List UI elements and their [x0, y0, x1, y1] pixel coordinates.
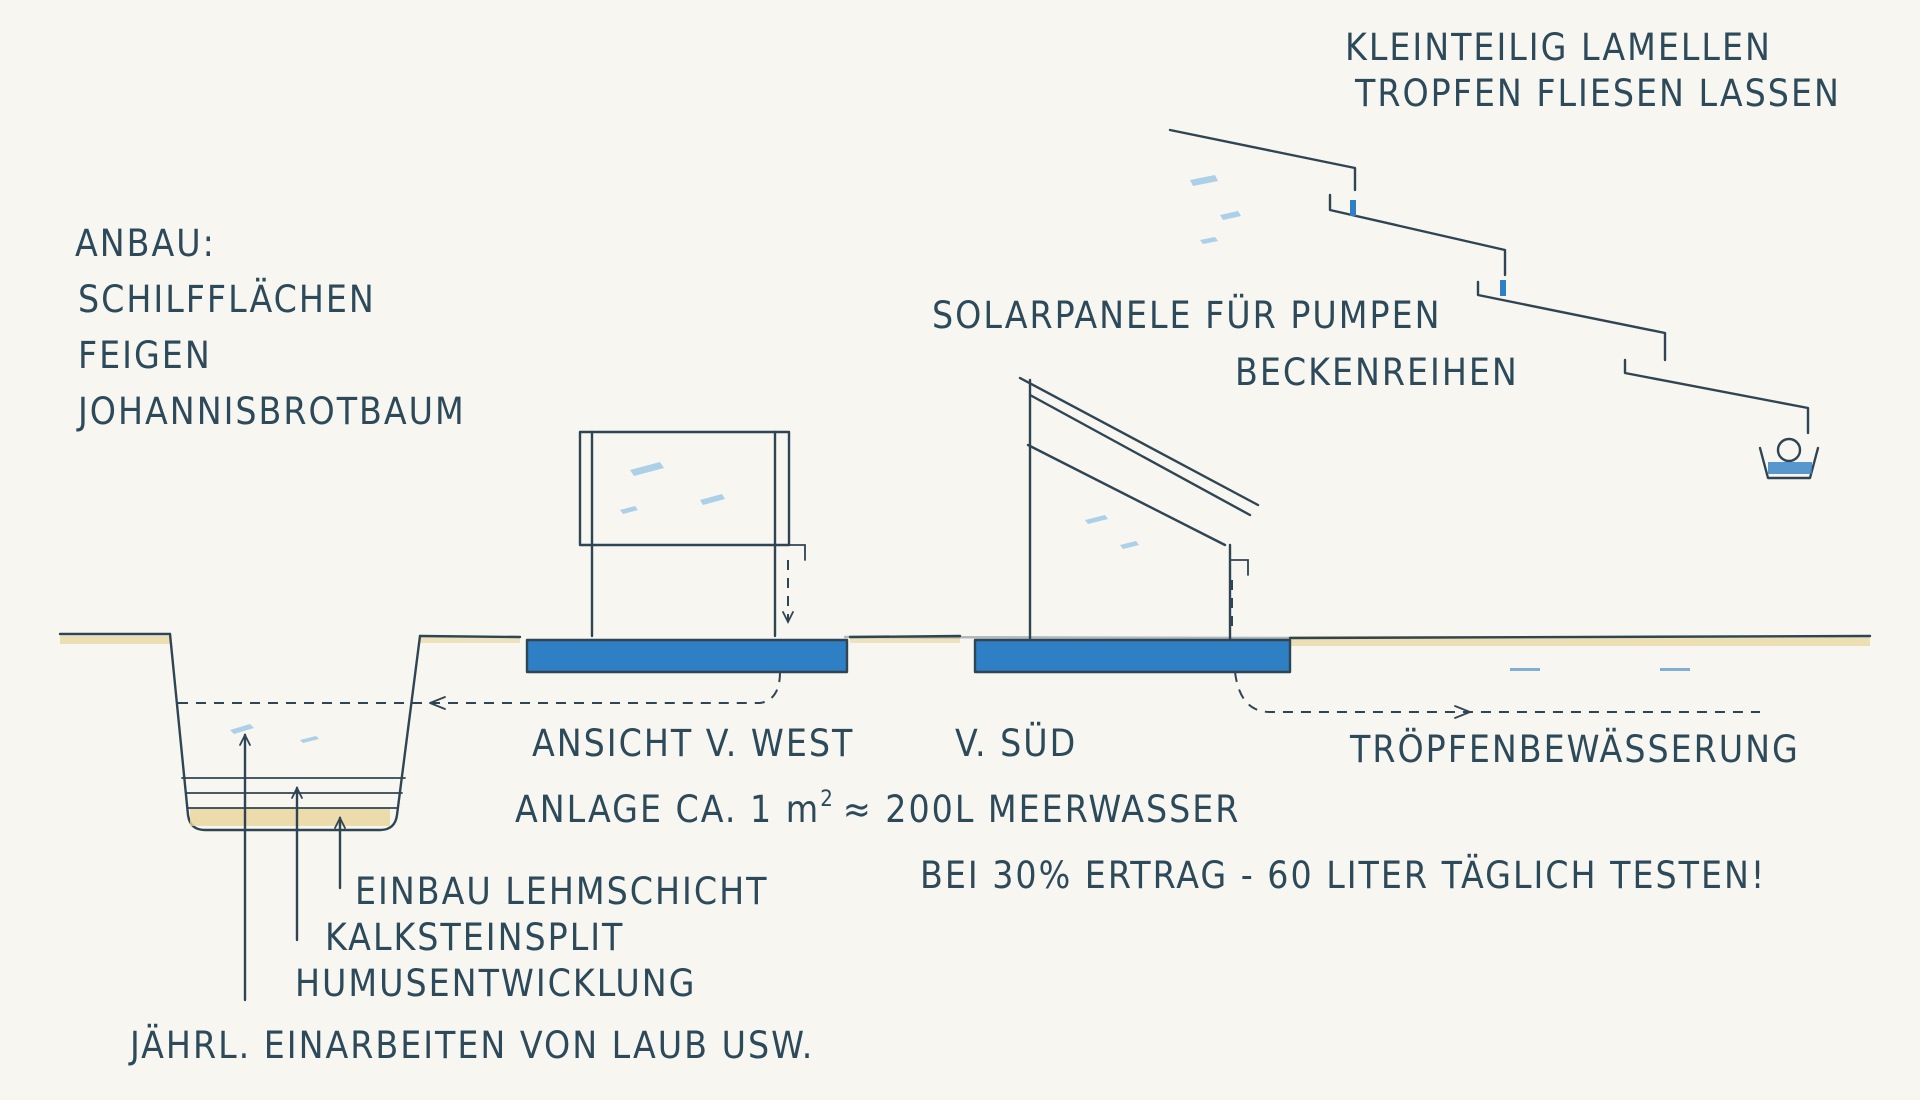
v-sued-label: V. SÜD: [955, 722, 1077, 765]
anbau-label-group: ANBAU: SCHILFFLÄCHEN FEIGEN JOHANNISBROT…: [75, 222, 466, 433]
ansicht-west-label: ANSICHT V. WEST: [532, 722, 854, 765]
layer-kalksteinsplit: KALKSTEINSPLIT: [325, 916, 624, 959]
planting-pit: [168, 632, 655, 1002]
soil-layer-labels: EINBAU LEHMSCHICHT KALKSTEINSPLIT HUMUSE…: [128, 870, 814, 1067]
ertrag-label: BEI 30% ERTRAG - 60 LITER TÄGLICH TESTEN…: [920, 854, 1766, 897]
lamellen-label-line1: KLEINTEILIG LAMELLEN: [1345, 26, 1772, 69]
anlage-suffix: ≈ 200L MEERWASSER: [843, 788, 1241, 831]
anbau-item-feigen: FEIGEN: [78, 334, 212, 377]
anlage-label: ANLAGE CA. 1 m2 ≈ 200L MEERWASSER: [515, 787, 1240, 831]
south-view-structure: [973, 376, 1760, 719]
anbau-item-schilf: SCHILFFLÄCHEN: [78, 278, 376, 321]
layer-humusentwicklung: HUMUSENTWICKLUNG: [295, 962, 696, 1005]
solar-label-line2: BECKENREIHEN: [1235, 351, 1519, 394]
layer-lehmschicht: EINBAU LEHMSCHICHT: [355, 870, 768, 913]
anbau-title: ANBAU:: [75, 222, 216, 265]
lamellen-stair: [1168, 128, 1820, 480]
ground-line: [58, 632, 1872, 646]
solar-label-line1: SOLARPANELE FÜR PUMPEN: [932, 294, 1442, 337]
lamellen-label-line2: TROPFEN FLIESEN LASSEN: [1354, 72, 1841, 115]
west-view-structure: [525, 430, 849, 704]
anlage-exponent: 2: [820, 787, 835, 812]
layer-jaehrl-einarbeiten: JÄHRL. EINARBEITEN VON LAUB USW.: [128, 1024, 814, 1067]
anbau-item-johannisbrot: JOHANNISBROTBAUM: [76, 390, 466, 433]
troepfen-label: TRÖPFENBEWÄSSERUNG: [1349, 728, 1800, 771]
anlage-prefix: ANLAGE CA. 1 m: [515, 788, 820, 831]
